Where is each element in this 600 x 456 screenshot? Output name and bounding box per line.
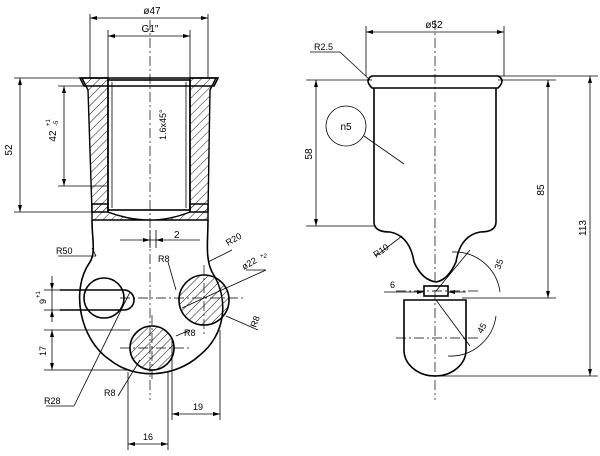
bottom-wall-hatch bbox=[91, 203, 209, 221]
label-detail: n5 bbox=[340, 122, 352, 133]
dim-total-height: 113 bbox=[578, 220, 589, 236]
dim-mid-height: 85 bbox=[536, 184, 547, 196]
label-angle-bottom: 45 bbox=[475, 321, 489, 335]
label-r8-lower: R8 bbox=[184, 328, 196, 338]
label-r8-right: R8 bbox=[248, 314, 261, 328]
dim-outer-height: 52 bbox=[4, 144, 15, 156]
label-rim-radius: R2.5 bbox=[314, 42, 333, 52]
left-hole bbox=[83, 277, 125, 319]
label-r8-top: R8 bbox=[158, 254, 170, 264]
right-elevation-view: ø52 R2.5 n5 58 85 113 R10 bbox=[304, 20, 598, 400]
label-r28: R28 bbox=[44, 396, 61, 406]
dim-slot: 9 bbox=[38, 299, 48, 304]
dim-body-height: 58 bbox=[304, 148, 315, 160]
dim-slot-tol: +1 bbox=[36, 290, 42, 298]
dim-thread: G1" bbox=[142, 24, 159, 35]
slot-outline bbox=[60, 289, 135, 311]
label-angle-top: 35 bbox=[492, 258, 505, 271]
label-r10: R10 bbox=[371, 242, 390, 260]
dim-top-width: ø47 bbox=[143, 6, 161, 17]
detail-circle bbox=[325, 105, 367, 147]
label-r8-bottom: R8 bbox=[104, 388, 116, 398]
label-hole: ø22 bbox=[240, 255, 258, 271]
right-bottom-end bbox=[403, 299, 467, 377]
dim-right-top-width: ø52 bbox=[425, 20, 443, 31]
angle-arc-top bbox=[451, 251, 501, 293]
dim-h17: 17 bbox=[38, 346, 48, 356]
left-wall-hatch bbox=[80, 77, 109, 213]
label-hole-tol: +2 bbox=[260, 254, 268, 260]
dim-inner-depth: 42 bbox=[48, 130, 59, 142]
dim-w16: 16 bbox=[143, 432, 153, 442]
dim-chamfer: 1.6x45° bbox=[158, 109, 168, 140]
bore-outline bbox=[107, 79, 191, 211]
dim-inner-tol-lower: -5 bbox=[54, 120, 60, 126]
lower-body-outline bbox=[78, 219, 224, 375]
right-wall-hatch bbox=[189, 77, 218, 213]
right-body-outline bbox=[373, 88, 497, 283]
right-hole-section bbox=[178, 274, 230, 326]
dim-w19: 19 bbox=[193, 402, 203, 412]
dim-inner-tol-upper: +1 bbox=[46, 118, 52, 126]
label-r50: R50 bbox=[56, 246, 73, 256]
left-section-view: ø47 G1" 1.6x45° 52 42 +1 -5 2 bbox=[4, 6, 268, 450]
dim-neck: 2 bbox=[174, 230, 180, 241]
top-rim bbox=[78, 77, 220, 87]
label-r20: R20 bbox=[224, 231, 243, 248]
dim-right-slot: 6 bbox=[390, 280, 395, 290]
angle-arc-bottom bbox=[447, 315, 497, 357]
